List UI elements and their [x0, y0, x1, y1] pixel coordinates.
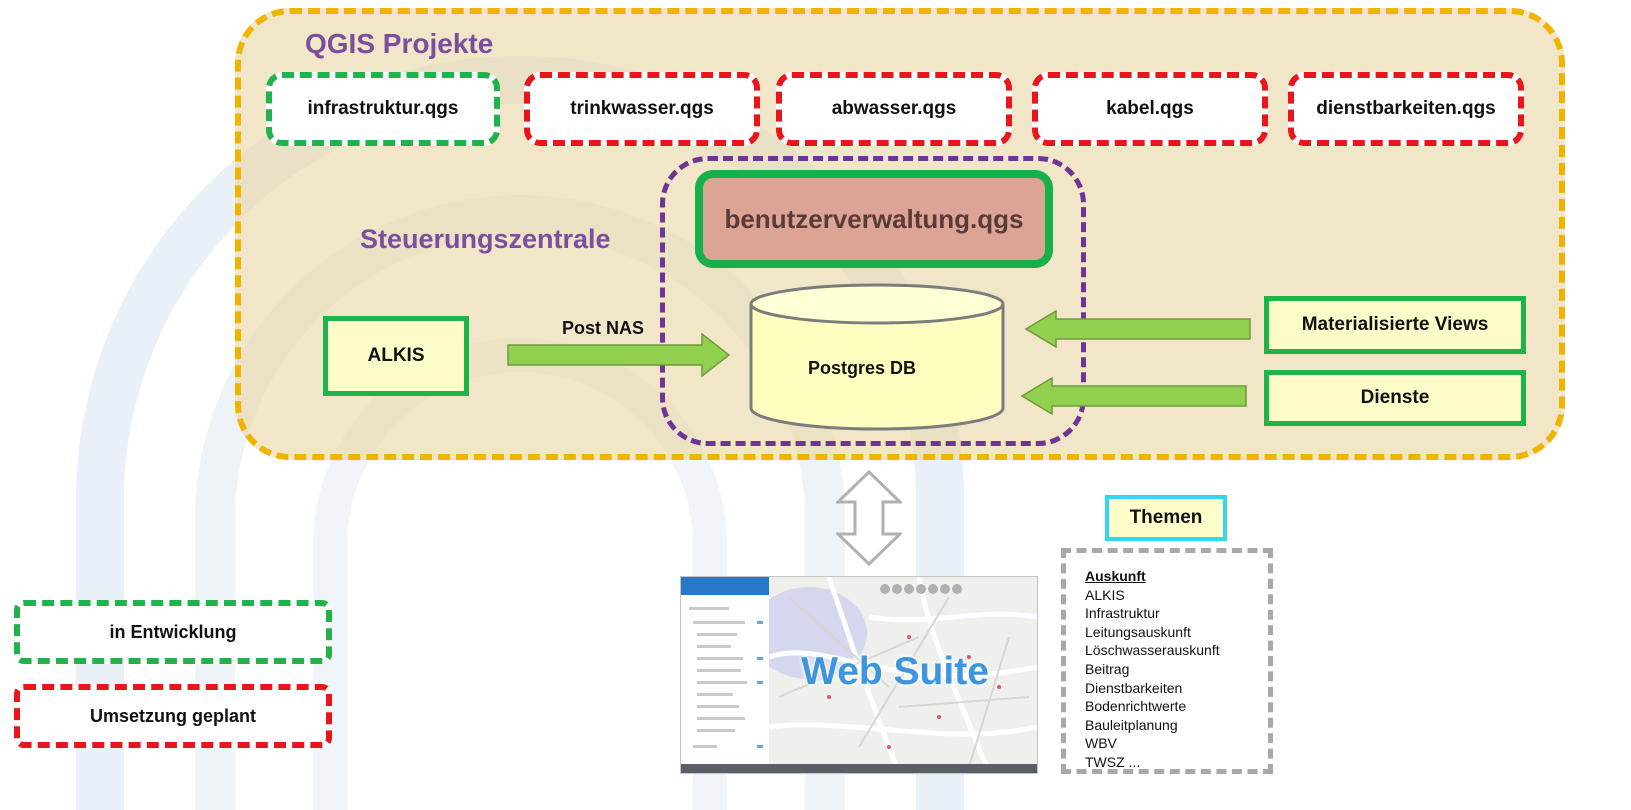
theme-item: Bauleitplanung [1085, 716, 1178, 733]
sync-double-arrow [836, 470, 902, 566]
themes-list-box: Auskunft ALKIS Infrastruktur Leitungsaus… [1061, 548, 1273, 774]
theme-item: Bodenrichtwerte [1085, 698, 1187, 715]
project-trinkwasser: trinkwasser.qgs [524, 72, 760, 146]
theme-item: Infrastruktur [1085, 605, 1160, 622]
legend-in-development: in Entwicklung [14, 600, 332, 664]
web-suite-map [769, 577, 1037, 773]
materialized-views: Materialisierte Views [1264, 296, 1526, 354]
project-dienstbarkeiten: dienstbarkeiten.qgs [1288, 72, 1524, 146]
theme-item: Auskunft [1085, 568, 1146, 584]
theme-item: Leitungsauskunft [1085, 623, 1191, 640]
theme-item: WBV [1085, 735, 1117, 752]
control-center-title: Steuerungszentrale [360, 224, 611, 254]
themes-title: Themen [1105, 495, 1227, 541]
theme-item: Beitrag [1085, 660, 1130, 677]
theme-item: Dienstbarkeiten [1085, 679, 1183, 696]
themes-list: Auskunft ALKIS Infrastruktur Leitungsaus… [1085, 567, 1220, 772]
project-infrastruktur: infrastruktur.qgs [266, 72, 500, 146]
views-arrow [1024, 310, 1251, 348]
web-suite-statusbar [681, 764, 1037, 773]
web-suite-layer-list [689, 607, 763, 748]
project-abwasser: abwasser.qgs [776, 72, 1012, 146]
database-cylinder [749, 283, 1005, 431]
theme-item: TWSZ ... [1085, 753, 1141, 770]
theme-item: ALKIS [1085, 586, 1125, 603]
web-suite-screenshot [680, 576, 1038, 774]
project-kabel: kabel.qgs [1032, 72, 1268, 146]
alkis-source: ALKIS [323, 316, 469, 396]
qgis-projects-title: QGIS Projekte [305, 28, 494, 59]
services: Dienste [1264, 370, 1526, 426]
theme-item: Löschwasserauskunft [1085, 642, 1220, 659]
services-arrow [1020, 377, 1247, 415]
user-admin-project: benutzerverwaltung.qgs [695, 170, 1053, 268]
legend-planned: Umsetzung geplant [14, 684, 332, 748]
import-arrow [507, 332, 731, 378]
web-suite-toolbar [681, 577, 769, 595]
database-label: Postgres DB [808, 358, 917, 378]
import-label: Post NAS [562, 318, 645, 338]
web-suite-sidebar [681, 577, 770, 773]
control-center-group [660, 156, 1086, 446]
web-suite-title: Web Suite [801, 650, 989, 693]
